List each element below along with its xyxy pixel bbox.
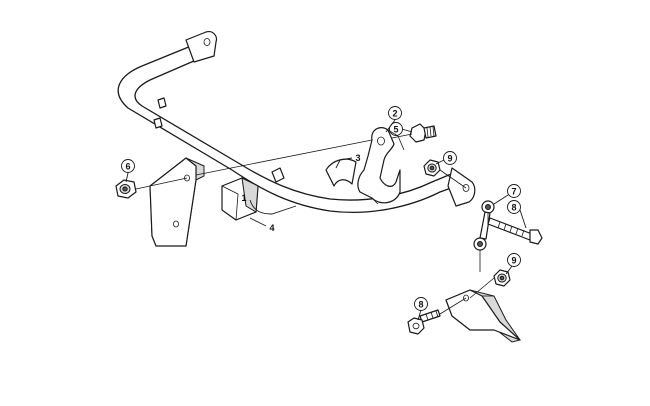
callout-6-label: 6: [125, 162, 130, 172]
frame-bracket-left: [149, 157, 205, 247]
mount-bracket: [357, 127, 405, 205]
callout-3-label: 3: [355, 153, 360, 163]
callout-1-label: 1: [241, 193, 246, 203]
callout-7-label: 7: [511, 187, 516, 197]
callout-9a: 9: [435, 151, 457, 165]
bolt-lower: [407, 309, 441, 335]
end-link: [473, 200, 495, 251]
frame-bracket-right: [445, 289, 521, 343]
callout-3: 3: [335, 153, 361, 169]
bushing-clamp: [325, 158, 357, 187]
callout-9b: 9: [505, 253, 521, 275]
lock-nut-upper: [423, 159, 441, 177]
bolt-right: [487, 217, 543, 245]
bolt-upper: [409, 123, 437, 143]
assembly-lines: [135, 133, 495, 315]
callout-2-label: 2: [392, 109, 397, 119]
callout-9b-label: 9: [511, 256, 516, 266]
callout-5-label: 5: [393, 125, 398, 135]
callout-5: 5: [389, 122, 413, 136]
callout-8b-label: 8: [418, 300, 423, 310]
callout-8a-label: 8: [511, 203, 516, 213]
sway-bar: [117, 31, 476, 214]
callout-1: 1: [241, 193, 297, 215]
callout-4: 4: [249, 217, 275, 233]
callout-8b: 8: [414, 297, 428, 321]
callout-7: 7: [493, 184, 521, 205]
callout-6: 6: [121, 159, 135, 183]
callout-4-label: 4: [269, 223, 274, 233]
lock-nut-left: [115, 179, 137, 199]
callout-9a-label: 9: [447, 154, 452, 164]
bushing: [221, 177, 259, 221]
callout-8a: 8: [507, 200, 527, 229]
